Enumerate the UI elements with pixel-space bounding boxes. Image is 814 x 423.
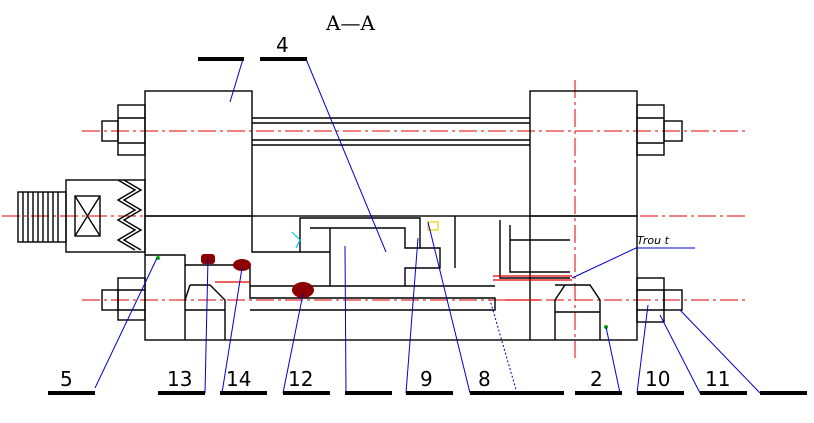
callout-labels: 4 5 13 14 12 9 8 2 10 11 — [60, 33, 730, 391]
nut-upper-left — [117, 104, 146, 156]
rod-end-upper-left — [101, 120, 119, 142]
leader-5 — [94, 257, 158, 389]
part-outlines — [17, 90, 683, 341]
leader-4 — [305, 58, 387, 253]
callout-8: 8 — [478, 367, 491, 391]
accent-cyan — [291, 231, 301, 249]
leader-2 — [605, 326, 621, 394]
callout-12: 12 — [288, 367, 313, 391]
hole-note-label: Trou t — [637, 234, 670, 247]
nut-lower-left — [117, 277, 146, 321]
leader-unlabeled — [344, 245, 347, 394]
rod-end-lower-right — [663, 289, 683, 311]
leader-11 — [659, 314, 701, 394]
callout-10: 10 — [645, 367, 670, 391]
left-end-block-upper — [144, 90, 253, 217]
leader-dotted — [489, 299, 518, 394]
callout-4: 4 — [276, 33, 289, 57]
callout-9: 9 — [420, 367, 433, 391]
leader-8 — [427, 221, 471, 394]
seal-12 — [292, 282, 314, 298]
nut-upper-right — [636, 104, 665, 156]
accent-yellow — [427, 221, 439, 231]
leader-14 — [221, 267, 243, 394]
threaded-port — [17, 191, 67, 243]
leader-13 — [204, 258, 209, 394]
leader-4a — [229, 58, 244, 103]
view-title: A—A — [325, 11, 375, 35]
leader-lines — [94, 58, 761, 394]
leader-9 — [405, 237, 419, 394]
leader-12 — [282, 293, 304, 394]
callout-bars — [48, 57, 807, 395]
red-detail-lines — [215, 275, 572, 301]
seal-14 — [233, 259, 251, 271]
right-end-block-upper — [529, 90, 638, 217]
callout-5: 5 — [60, 367, 73, 391]
seals — [201, 254, 314, 298]
leader-11b — [679, 309, 761, 394]
callout-14: 14 — [226, 367, 251, 391]
rod-end-lower-left — [101, 289, 119, 311]
callout-13: 13 — [167, 367, 192, 391]
callout-11: 11 — [705, 367, 730, 391]
callout-2: 2 — [590, 367, 603, 391]
rod-end-upper-right — [663, 120, 683, 142]
leader-10 — [636, 304, 649, 394]
leader-trout — [571, 247, 637, 279]
